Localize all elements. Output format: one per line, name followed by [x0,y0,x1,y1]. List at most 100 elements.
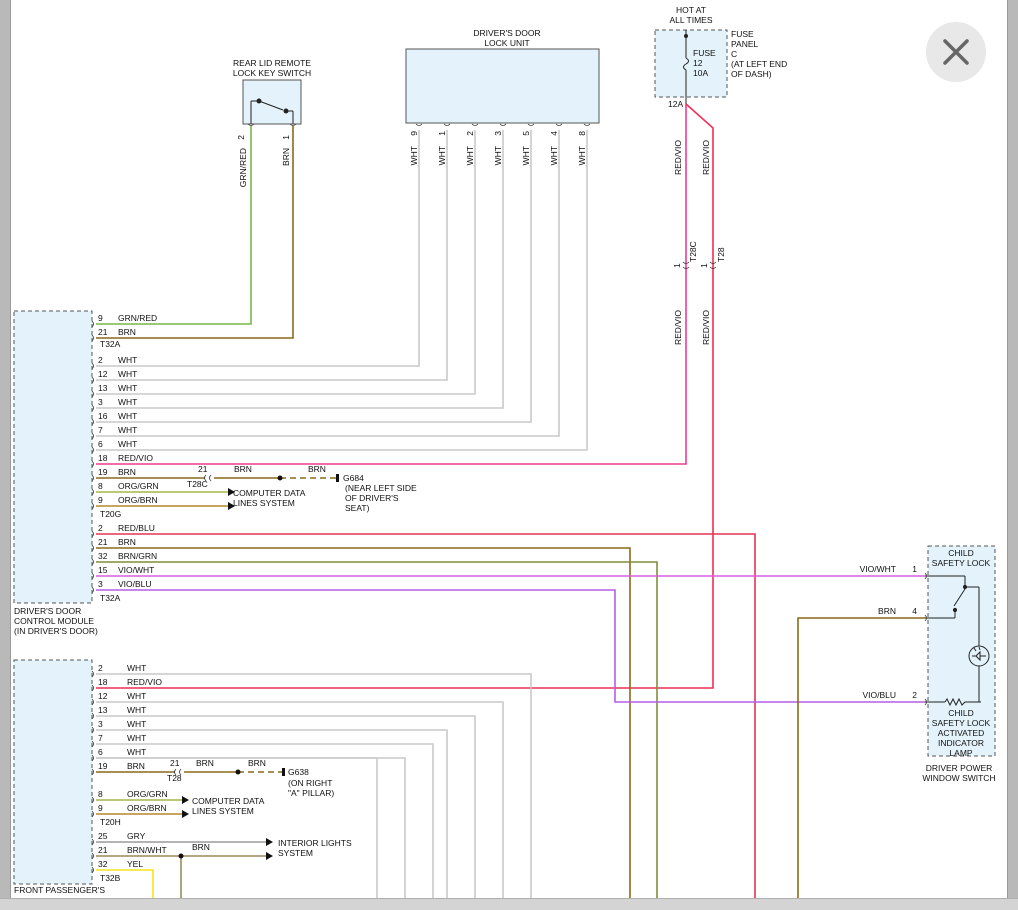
module-pin-label: 7 [98,733,103,743]
wire-wht [96,130,448,381]
module-pin-label: 8 [98,789,103,799]
module-wire-label: BRN [118,537,136,547]
wire-yel [96,869,154,898]
fuse-symbol [683,30,689,104]
fuse-panel-4: (AT LEFT END [731,59,787,69]
door-lock-label-1: DRIVER'S DOOR [473,28,540,38]
splice-dot [277,475,283,481]
interior-lights-2: SYSTEM [278,848,313,858]
terminal-tick [91,866,94,874]
module-wire-label: WHT [118,397,137,407]
terminal-tick [247,123,255,126]
module-wire-label: BRN [127,761,145,771]
wire-wht [96,729,448,898]
child-lock-label-1: CHILD [948,548,974,558]
child-lock-switch-symbol [925,575,980,646]
connector-pin: 1 [672,263,682,268]
wire-label-grn-red: GRN/RED [238,148,248,187]
switch-symbol [250,98,294,124]
lock-pin-label: 5 [521,131,531,136]
wire-wht [96,130,504,409]
module-wire-label: ORG/BRN [127,803,167,813]
lock-wire-label: WHT [437,146,447,165]
module-wire-label: WHT [127,719,146,729]
module-pin-label: 9 [98,803,103,813]
arrow-icon [228,488,235,496]
fuse-inner-2: 12 [693,58,703,68]
terminal-tick [91,768,94,776]
module-pin-label: 32 [98,551,108,561]
computer-data-1: COMPUTER DATA [233,488,306,498]
terminal-tick [91,474,94,482]
fuse-inner-3: 10A [693,68,708,78]
passenger-module-label: FRONT PASSENGER'S [14,885,105,895]
connector-t32a: T32A [100,339,121,349]
computer-data-p1: COMPUTER DATA [192,796,265,806]
terminal-tick [91,362,94,370]
wire-red-vio-1 [96,104,687,465]
module-wire-label: BRN [118,467,136,477]
lock-pin-label: 4 [549,131,559,136]
module-wire-label: YEL [127,859,143,869]
terminal-tick [91,446,94,454]
module-pin-label: 21 [98,537,108,547]
terminal-tick [91,684,94,692]
module-wire-label: VIO/BLU [118,579,152,589]
terminal-tick [91,460,94,468]
terminal-tick [415,123,423,126]
module-pin-label: 2 [98,355,103,365]
module-pin-label: 25 [98,831,108,841]
module-wire-label: WHT [118,425,137,435]
close-button[interactable] [926,22,986,82]
fuse-terminal: 12A [668,99,683,109]
wire-wht [96,715,476,898]
wire-vio-blu [96,589,925,703]
ground-g638-icon [282,768,285,776]
connector-t28c: T28C [688,241,698,262]
module-pin-label: 21 [98,845,108,855]
module-pin-label: 2 [98,523,103,533]
rear-lid-label-2: LOCK KEY SWITCH [233,68,311,78]
terminal-tick [471,123,479,126]
interior-lights-1: INTERIOR LIGHTS [278,838,352,848]
terminal-tick [91,432,94,440]
lock-wire-label: WHT [465,146,475,165]
module-wire-label: WHT [127,663,146,673]
terminal-tick [924,698,927,706]
terminal-tick [91,320,94,328]
wire-wht [96,757,378,898]
module-wire-label: WHT [127,747,146,757]
connector-mark [709,261,717,269]
door-lock-label-2: LOCK UNIT [484,38,529,48]
arrow-icon [266,852,273,860]
wire-brn-switch [797,617,925,898]
lock-wire-label: WHT [409,146,419,165]
driver-module-label-2: CONTROL MODULE [14,616,94,626]
ground-pin-p: 21 [170,758,180,768]
ground-note-2: OF DRIVER'S [345,493,399,503]
wire-wht [96,673,532,898]
terminal-tick [583,123,591,126]
terminal-tick [91,698,94,706]
module-pin-label: 3 [98,719,103,729]
lock-pin-label: 1 [437,131,447,136]
module-wire-label: VIO/WHT [118,565,154,575]
child-lock-label-2: SAFETY LOCK [932,558,991,568]
module-wire-label: RED/VIO [118,453,153,463]
module-pin-label: 6 [98,747,103,757]
module-pin-label: 13 [98,383,108,393]
module-wire-label: WHT [118,439,137,449]
lock-wire-label: WHT [577,146,587,165]
terminal-tick [91,810,94,818]
wire-label-red-vio: RED/VIO [701,310,711,345]
lock-pin-label: 3 [493,131,503,136]
terminal-tick [91,726,94,734]
switch-pin-1: 1 [912,564,917,574]
rear-lid-pin-1: 1 [281,135,291,140]
computer-data-2: LINES SYSTEM [233,498,295,508]
terminal-tick [91,740,94,748]
module-pin-label: 15 [98,565,108,575]
driver-module-label-3: (IN DRIVER'S DOOR) [14,626,98,636]
module-wire-label: ORG/BRN [118,495,158,505]
